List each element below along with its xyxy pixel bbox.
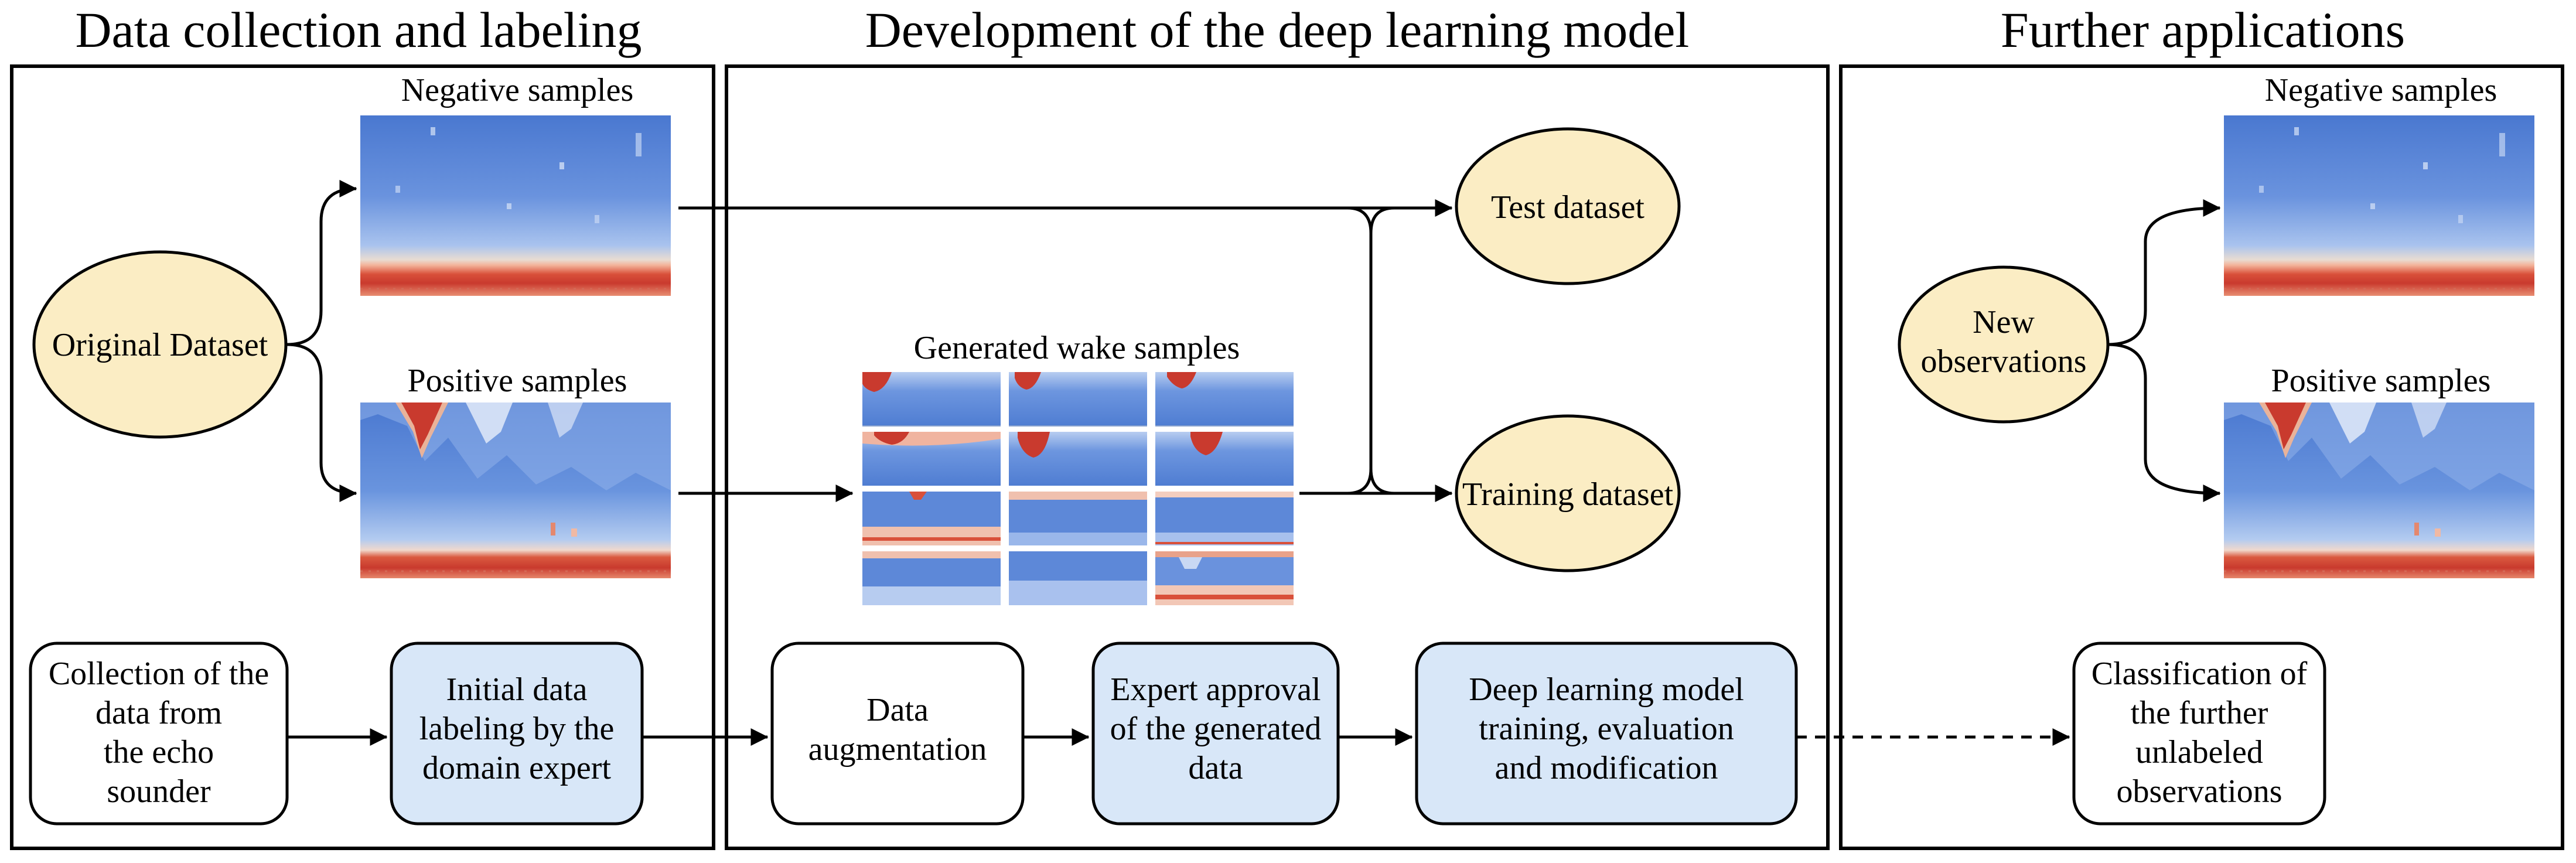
collection-line-4: sounder bbox=[107, 773, 211, 810]
panel-model-development bbox=[725, 64, 1830, 850]
arrow-to-negative-samples bbox=[286, 180, 357, 346]
test-dataset-label: Test dataset bbox=[1491, 189, 1644, 226]
right-positive-samples-echogram bbox=[2223, 401, 2536, 579]
positive-samples-caption: Positive samples bbox=[408, 363, 627, 399]
negative-samples-echogram bbox=[359, 114, 672, 297]
classification-line-2: the further bbox=[2131, 695, 2268, 731]
approval-line-2: of the generated bbox=[1110, 711, 1322, 747]
panel-title-further-applications: Further applications bbox=[2001, 2, 2405, 58]
labeling-line-1: Initial data bbox=[446, 671, 587, 708]
classification-line-1: Classification of bbox=[2091, 656, 2308, 692]
right-negative-samples-echogram bbox=[2223, 114, 2536, 297]
augmentation-line-2: augmentation bbox=[808, 731, 987, 768]
negative-samples-caption: Negative samples bbox=[401, 72, 634, 108]
collection-line-2: data from bbox=[95, 695, 222, 731]
labeling-line-3: domain expert bbox=[422, 750, 611, 786]
training-line-3: and modification bbox=[1495, 750, 1718, 786]
arrow-observations-to-positive bbox=[2107, 343, 2221, 502]
panel-title-model-development: Development of the deep learning model bbox=[865, 2, 1690, 58]
labeling-box bbox=[390, 642, 644, 826]
classification-line-3: unlabeled bbox=[2135, 734, 2263, 770]
approval-line-3: data bbox=[1188, 750, 1243, 786]
generated-wake-samples-grid bbox=[862, 372, 1294, 605]
new-observations-line-2: observations bbox=[1920, 343, 2086, 380]
panel-further-applications bbox=[1839, 64, 2564, 850]
test-dataset-ellipse bbox=[1455, 127, 1681, 285]
new-observations-line-1: New bbox=[1973, 304, 2035, 340]
arrow-observations-to-negative bbox=[2107, 199, 2221, 346]
collection-line-1: Collection of the bbox=[49, 656, 269, 692]
original-dataset-label: Original Dataset bbox=[52, 327, 268, 363]
training-line-2: training, evaluation bbox=[1479, 711, 1734, 747]
training-line-1: Deep learning model bbox=[1469, 671, 1744, 708]
augmentation-line-1: Data bbox=[866, 692, 929, 728]
model-training-box bbox=[1415, 642, 1798, 826]
positive-samples-echogram bbox=[359, 401, 672, 579]
classification-line-4: observations bbox=[2116, 773, 2282, 810]
right-positive-samples-caption: Positive samples bbox=[2271, 363, 2491, 399]
training-dataset-ellipse bbox=[1455, 414, 1681, 572]
arrow-to-positive-samples bbox=[286, 343, 357, 502]
expert-approval-box bbox=[1091, 642, 1340, 826]
split-connector-to-training bbox=[1347, 206, 1395, 495]
collection-line-3: the echo bbox=[104, 734, 214, 770]
original-dataset-ellipse bbox=[32, 250, 288, 439]
panel-title-data-collection: Data collection and labeling bbox=[75, 2, 642, 58]
right-negative-samples-caption: Negative samples bbox=[2265, 72, 2497, 108]
generated-samples-caption: Generated wake samples bbox=[914, 330, 1240, 366]
training-dataset-label: Training dataset bbox=[1462, 476, 1674, 513]
augmentation-box bbox=[770, 642, 1025, 826]
classification-box bbox=[2072, 642, 2326, 826]
panel-data-collection bbox=[10, 64, 715, 850]
labeling-line-2: labeling by the bbox=[419, 711, 615, 747]
collection-box bbox=[29, 642, 289, 826]
approval-line-1: Expert approval bbox=[1110, 671, 1321, 708]
